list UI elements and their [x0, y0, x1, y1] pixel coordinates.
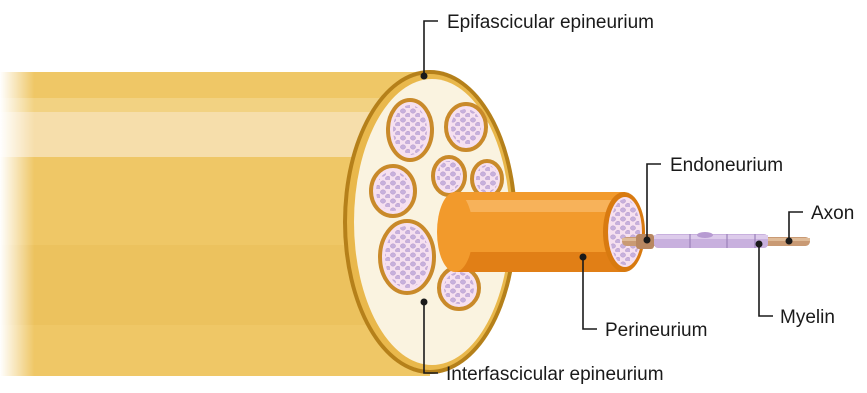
dot-myelin [756, 241, 763, 248]
fascicle [380, 221, 434, 293]
fascicle [388, 100, 432, 160]
fascicle [371, 166, 415, 216]
label-axon: Axon [811, 203, 854, 224]
leader-epifascicular [424, 21, 438, 76]
label-myelin: Myelin [780, 307, 835, 328]
perineurium-bottom-shade [455, 252, 625, 272]
fascicle [446, 104, 486, 150]
leader-endoneurium [647, 164, 661, 240]
dot-endoneurium [644, 237, 651, 244]
label-perineurium: Perineurium [605, 320, 707, 341]
label-interfascicular-epineurium: Interfascicular epineurium [446, 364, 664, 385]
label-epifascicular-epineurium: Epifascicular epineurium [447, 12, 654, 33]
dot-axon [786, 238, 793, 245]
leader-myelin [759, 244, 773, 316]
perineurium-cylinder [437, 192, 645, 272]
label-endoneurium: Endoneurium [670, 155, 783, 176]
perineurium-back-end [437, 192, 473, 272]
dot-epifascicular [421, 73, 428, 80]
dot-interfascicular [421, 299, 428, 306]
dot-perineurium [580, 254, 587, 261]
leader-axon [789, 212, 803, 241]
schwann-nucleus [697, 232, 713, 238]
fascicle [439, 267, 479, 309]
fascicle [472, 161, 502, 197]
perineurium-axons [610, 199, 640, 265]
fascicle [433, 157, 465, 195]
perineurium-top-highlight [455, 200, 625, 212]
